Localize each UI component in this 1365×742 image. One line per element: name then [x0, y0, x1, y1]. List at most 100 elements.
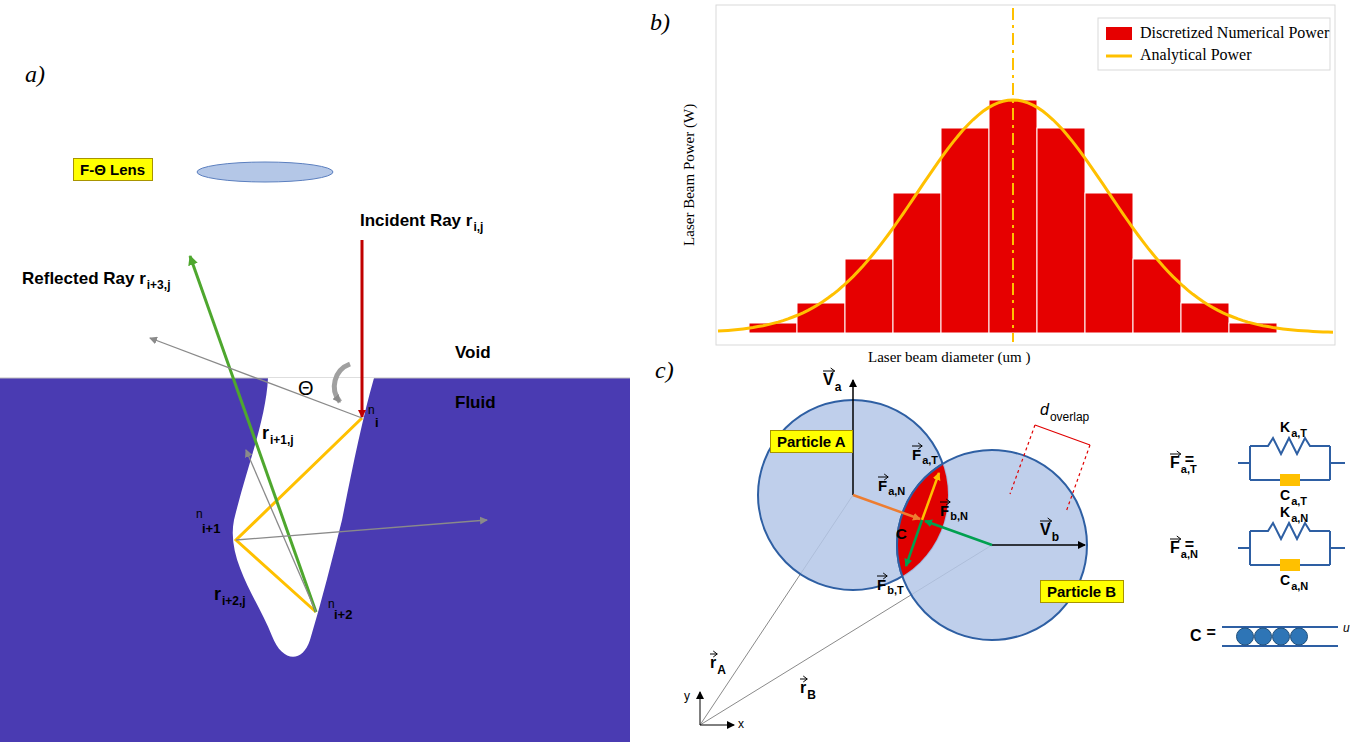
drawing-part — [1238, 523, 1345, 565]
subscript: i+3,j — [147, 279, 171, 292]
drawing-part — [1280, 559, 1300, 571]
drawing-part — [1237, 628, 1308, 645]
drawing-part — [1222, 438, 1345, 646]
legend-text: Analytical Power — [1140, 46, 1252, 64]
drawing-part — [190, 256, 316, 612]
text-label: C — [896, 526, 907, 542]
drawing-part — [700, 692, 701, 725]
drawing-part — [1291, 628, 1308, 645]
text-label: Incident Ray r — [360, 212, 472, 230]
subscript: a,T — [1291, 428, 1307, 440]
text-label: r — [214, 585, 221, 604]
subscript: b — [1052, 531, 1059, 544]
drawing-part — [197, 162, 333, 182]
text-label: V — [1040, 522, 1051, 539]
text-label: i+2 — [334, 608, 352, 622]
text-label: Θ — [298, 378, 314, 399]
drawing-part — [233, 378, 374, 657]
subscript: a,N — [1291, 513, 1308, 525]
text-label: u — [1343, 622, 1350, 635]
drawing-part — [236, 520, 487, 540]
drawing-part — [700, 725, 734, 726]
histogram-bar — [845, 259, 893, 333]
histogram-bar — [941, 128, 989, 333]
subscript: a — [835, 381, 842, 394]
text-label: r — [262, 424, 269, 443]
drawing-part — [1280, 474, 1300, 486]
drawing-part — [925, 521, 992, 545]
drawing-part — [718, 100, 1333, 332]
drawing-part — [236, 418, 362, 612]
panel-a — [0, 162, 630, 742]
text-label: C — [1190, 628, 1202, 645]
label-box: F-Θ Lens — [73, 158, 153, 181]
text-label: n — [196, 508, 203, 521]
text-label: = — [1185, 537, 1194, 554]
text-label: y — [684, 690, 690, 703]
drawing-part — [897, 450, 1087, 640]
text-label: i — [375, 416, 379, 430]
drawing-part — [361, 240, 364, 417]
drawing-part — [853, 495, 920, 519]
text-label: c) — [655, 358, 674, 383]
histogram-bar — [1181, 303, 1229, 333]
drawing-part — [1238, 438, 1345, 480]
text-label: n — [368, 404, 375, 417]
text-label: r — [800, 680, 806, 697]
label-box: Particle A — [770, 430, 853, 453]
text-label: F — [877, 577, 886, 593]
text-label: V — [823, 372, 834, 389]
subscript: a,N — [888, 486, 905, 498]
text-label: Void — [455, 344, 491, 362]
drawing-part — [1010, 425, 1035, 494]
drawing-part — [1222, 627, 1338, 646]
text-label: F — [1170, 540, 1180, 557]
text-label: F — [878, 478, 887, 494]
drawing-part — [1066, 445, 1090, 512]
drawing-part — [0, 378, 630, 742]
legend-text: Discretized Numerical Power — [1140, 24, 1329, 42]
drawing-part — [1012, 8, 1014, 342]
drawing-part — [992, 544, 1085, 546]
label-box: Particle B — [1040, 580, 1124, 603]
subscript: B — [807, 689, 816, 702]
text-label: r — [710, 655, 716, 672]
text-label: d — [1040, 402, 1049, 419]
legend-line — [1106, 55, 1132, 58]
subscript: A — [717, 664, 726, 677]
drawing-part — [710, 368, 1181, 682]
subscript: b,N — [950, 511, 968, 523]
subscript: i,j — [473, 221, 483, 234]
text-label: K — [1280, 420, 1290, 435]
histogram-bar — [1037, 128, 1085, 333]
text-label: C — [1280, 488, 1290, 503]
histogram-bar — [797, 303, 845, 333]
drawing-part — [1035, 425, 1090, 445]
histogram-bar — [1085, 193, 1133, 333]
drawing-part — [897, 450, 1087, 640]
drawing-part — [1255, 628, 1272, 645]
text-label: i+1 — [202, 522, 220, 536]
text-label: F — [940, 503, 949, 519]
histogram-bar — [1133, 259, 1181, 333]
text-label: Laser Beam Power (W) — [682, 104, 698, 246]
text-label: F — [912, 447, 921, 463]
subscript: a,T — [922, 455, 938, 467]
drawing-part — [1273, 628, 1290, 645]
drawing-part — [922, 473, 939, 520]
panel-b — [716, 5, 1335, 345]
panel-c — [700, 380, 1345, 725]
text-label: x — [738, 718, 744, 731]
text-label: Fluid — [455, 394, 496, 412]
text-label: C — [1280, 573, 1290, 588]
legend-swatch — [1106, 27, 1132, 40]
text-label: n — [328, 598, 335, 611]
text-label: F — [1170, 455, 1180, 472]
subscript: i+2,j — [222, 595, 246, 608]
subscript: overlap — [1050, 411, 1089, 424]
text-label: a) — [25, 62, 45, 87]
text-label: Laser beam diameter (um ) — [868, 350, 1030, 366]
drawing-part — [906, 520, 922, 566]
subscript: b,T — [887, 585, 904, 597]
